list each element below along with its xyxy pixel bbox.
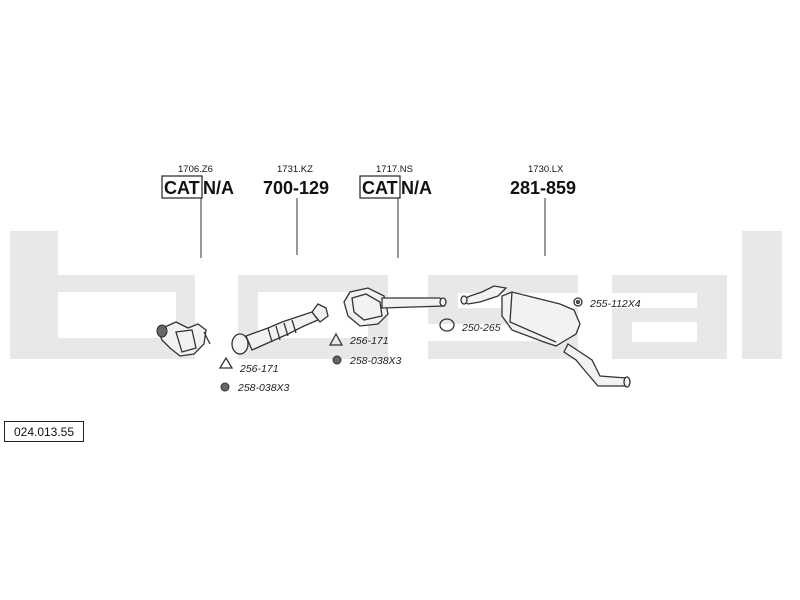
fitting-part-number: 256-171 xyxy=(239,363,279,375)
nut-icon xyxy=(332,355,342,365)
fitting-part-number: 258-038X3 xyxy=(349,355,402,367)
diagram-code-label: 024.013.55 xyxy=(4,421,84,442)
middle-catalyst-part xyxy=(343,287,447,327)
fittings: 256-171 258-038X3 256-171 258-038X3 250-… xyxy=(218,297,641,394)
component-ref: 1717.NS xyxy=(376,164,413,175)
fitting-part-number: 250-265 xyxy=(461,322,501,334)
component-code: 281-859 xyxy=(510,178,576,198)
gasket-triangle-icon xyxy=(328,332,344,346)
bosal-watermark-logo xyxy=(10,231,782,359)
cat-box xyxy=(161,175,203,199)
component-ref: 1706.Z6 xyxy=(178,164,213,175)
fitting-part-number: 256-171 xyxy=(349,335,389,347)
rubber-mount-icon xyxy=(573,297,583,307)
component-ref: 1731.KZ xyxy=(277,164,313,175)
nut-icon xyxy=(220,382,230,392)
front-catalyst-part xyxy=(156,321,211,357)
fitting-part-number: 255-112X4 xyxy=(589,298,641,310)
component-code: 700-129 xyxy=(263,178,329,198)
front-pipe-part xyxy=(231,303,329,355)
clamp-ring-icon xyxy=(439,318,455,332)
component-labels: 1706.Z6 CAT N/A 1731.KZ 700-129 1717.NS … xyxy=(161,164,576,258)
cat-label: CAT xyxy=(362,178,398,198)
cat-box xyxy=(359,175,401,199)
component-code: N/A xyxy=(401,178,432,198)
cat-label: CAT xyxy=(164,178,200,198)
fitting-part-number: 258-038X3 xyxy=(237,382,290,394)
rear-silencer-part xyxy=(460,285,631,388)
component-ref: 1730.LX xyxy=(528,164,564,175)
gasket-triangle-icon xyxy=(218,356,234,369)
component-code: N/A xyxy=(203,178,234,198)
